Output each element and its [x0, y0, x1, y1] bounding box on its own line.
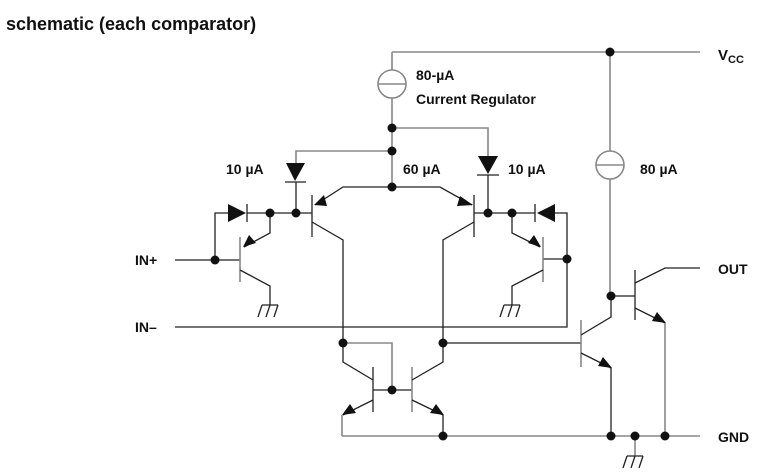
- schematic-title: schematic (each comparator): [6, 14, 257, 34]
- output-source-current-label: 80 µA: [640, 161, 678, 177]
- gnd-label: GND: [718, 429, 749, 445]
- regulator-name-label: Current Regulator: [416, 91, 536, 107]
- input-pair: [311, 186, 475, 343]
- left-diode-current-label: 10 µA: [226, 161, 264, 177]
- in-plus-label: IN+: [135, 252, 157, 268]
- right-input-diode: [537, 204, 555, 222]
- left-input-stage: [175, 204, 312, 318]
- bias-network: [285, 127, 499, 213]
- gnd-rail: [342, 435, 700, 469]
- left-diode: [286, 163, 305, 181]
- out-label: OUT: [718, 261, 748, 277]
- right-input-stage: [175, 204, 568, 328]
- vcc-label: VCC: [718, 47, 744, 66]
- right-diode: [478, 156, 498, 174]
- junction-dots: [210, 47, 670, 441]
- left-input-diode: [228, 204, 246, 222]
- regulator-current-label: 80-µA: [416, 67, 454, 83]
- vcc-rail: [377, 51, 700, 296]
- tail-current-label: 60 µA: [403, 161, 441, 177]
- output-stage: [443, 267, 700, 436]
- in-minus-label: IN–: [135, 319, 157, 335]
- right-diode-current-label: 10 µA: [508, 161, 546, 177]
